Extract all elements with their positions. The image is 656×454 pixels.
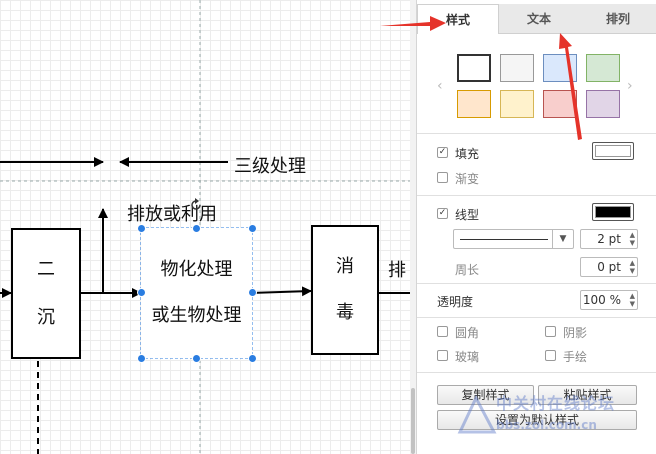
tab-style-active[interactable]: 样式 (417, 4, 499, 34)
tab-arrange[interactable]: 排列 (579, 4, 656, 34)
node-disinfection-text-1: 消 (336, 256, 354, 277)
style-swatch[interactable] (586, 90, 620, 118)
sketch-label: 手绘 (563, 350, 588, 364)
label-discharge[interactable]: 排放或利用 (127, 204, 217, 225)
copy-style-button[interactable]: 复制样式 (437, 385, 534, 405)
divider (417, 372, 656, 373)
line-color-button[interactable] (592, 203, 634, 221)
chevron-down-icon[interactable]: ▼ (552, 230, 573, 248)
tab-text[interactable]: 文本 (499, 4, 579, 34)
watermark-text: 中关村在线论坛 (496, 394, 616, 413)
gradient-checkbox[interactable] (437, 172, 448, 183)
zol-logo-icon (457, 394, 497, 434)
style-swatch[interactable] (500, 54, 534, 82)
line-pattern-select[interactable]: ▼ (453, 229, 574, 249)
scrollbar-thumb[interactable] (411, 388, 415, 454)
node-secondary-text-1: 二 (37, 258, 55, 280)
fill-checkbox[interactable]: ✓ (437, 147, 448, 158)
resize-handle-ne[interactable] (248, 224, 257, 233)
shadow-label: 阴影 (563, 326, 588, 340)
solid-line-preview (460, 239, 548, 240)
set-default-style-button[interactable]: 设置为默认样式 (437, 410, 637, 430)
node-secondary-text-2: 沉 (37, 306, 55, 328)
resize-handle-w[interactable] (137, 288, 146, 297)
opacity-label: 透明度 (437, 295, 474, 309)
fill-color-swatch (595, 145, 631, 157)
node-physchem-treatment[interactable]: 物化处理 或生物处理 (141, 228, 252, 358)
perimeter-value: 0 pt (597, 260, 621, 274)
perimeter-label: 周长 (455, 263, 480, 277)
vertical-scrollbar[interactable] (410, 0, 416, 454)
style-swatch[interactable] (457, 90, 491, 118)
resize-handle-nw[interactable] (137, 224, 146, 233)
format-panel: 样式 文本 排列 ‹ › ✓ 填充 渐变 ✓ 线型 ▼ 2 pt ▲▼ 周长 0… (416, 0, 656, 454)
watermark: 中关村在线论坛 bbs.zol.com.cn (456, 386, 656, 450)
node-secondary-settling[interactable]: 二 沉 (11, 228, 81, 359)
resize-handle-sw[interactable] (137, 354, 146, 363)
swatch-prev-icon[interactable]: ‹ (437, 78, 443, 94)
style-swatch[interactable] (543, 90, 577, 118)
style-swatch[interactable] (586, 54, 620, 82)
resize-handle-se[interactable] (248, 354, 257, 363)
line-label: 线型 (455, 208, 480, 222)
line-color-swatch (595, 206, 631, 218)
rotate-icon[interactable] (189, 198, 203, 212)
divider (417, 283, 656, 284)
node-physchem-text-1: 物化处理 (160, 259, 233, 280)
style-swatch[interactable] (457, 54, 491, 82)
resize-handle-n[interactable] (192, 224, 201, 233)
divider (417, 133, 656, 134)
opacity-value: 100 % (582, 293, 621, 307)
gradient-label: 渐变 (455, 172, 480, 186)
stepper-icon[interactable]: ▲▼ (629, 292, 635, 308)
style-swatch[interactable] (500, 90, 534, 118)
tab-style-label: 样式 (445, 13, 470, 27)
stepper-icon[interactable]: ▲▼ (629, 259, 635, 275)
glass-checkbox[interactable] (437, 350, 448, 361)
stepper-icon[interactable]: ▲▼ (629, 231, 635, 247)
fill-color-button[interactable] (592, 142, 634, 160)
node-disinfection-text-2: 毒 (336, 302, 354, 323)
line-checkbox[interactable]: ✓ (437, 208, 448, 219)
tab-text-label: 文本 (526, 12, 551, 26)
resize-handle-e[interactable] (248, 288, 257, 297)
label-discharge-partial[interactable]: 排 (388, 260, 406, 281)
tab-arrange-label: 排列 (605, 12, 630, 26)
watermark-url: bbs.zol.com.cn (496, 418, 597, 432)
resize-handle-s[interactable] (192, 354, 201, 363)
style-swatch[interactable] (543, 54, 577, 82)
glass-label: 玻璃 (455, 350, 480, 364)
label-stage3[interactable]: 三级处理 (234, 156, 306, 177)
swatch-next-icon[interactable]: › (627, 78, 633, 94)
paste-style-button[interactable]: 粘贴样式 (538, 385, 637, 405)
arrow-physchem-to-disinfect (251, 286, 312, 297)
rounded-label: 圆角 (455, 326, 480, 340)
opacity-field[interactable]: 100 % ▲▼ (580, 290, 638, 310)
node-physchem-text-2: 或生物处理 (151, 305, 242, 326)
node-disinfection[interactable]: 消 毒 (311, 225, 379, 355)
diagram-canvas[interactable]: 三级处理 排放或利用 排 二 沉 物化处理 或生物处理 消 毒 (0, 0, 410, 454)
shadow-checkbox[interactable] (545, 326, 556, 337)
fill-label: 填充 (455, 147, 480, 161)
line-width-value: 2 pt (597, 232, 621, 246)
rounded-checkbox[interactable] (437, 326, 448, 337)
sketch-checkbox[interactable] (545, 350, 556, 361)
perimeter-field[interactable]: 0 pt ▲▼ (580, 257, 638, 277)
line-width-field[interactable]: 2 pt ▲▼ (580, 229, 638, 249)
divider (417, 317, 656, 318)
divider (417, 195, 656, 196)
